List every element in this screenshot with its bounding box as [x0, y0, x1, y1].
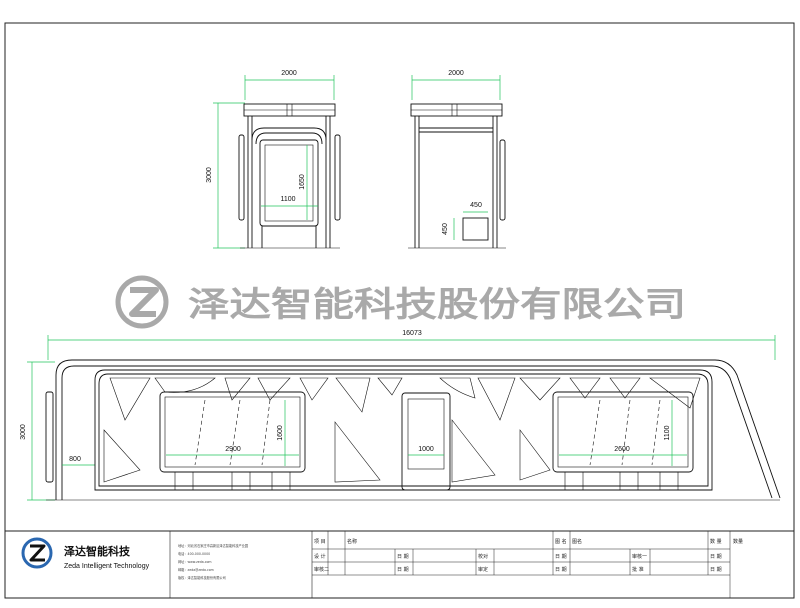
contact-line: 邮箱：zeda@zeda.com [178, 567, 214, 572]
logo-english-name: Zeda Intelligent Technology [64, 563, 150, 570]
board-left-height-dim: 1600 [277, 425, 284, 441]
cell-check: 校对 [478, 553, 488, 560]
board-right-width-dim: 2600 [614, 446, 630, 453]
cell-drawing-label: 图 名 [555, 538, 567, 545]
bin-height-dim: 450 [442, 223, 449, 235]
front-panel-height-dim: 1650 [299, 174, 306, 190]
cell-ratify: 批 准 [632, 566, 644, 573]
logo-chinese-name: 泽达智能科技 [64, 544, 131, 558]
cell-date: 日 期 [397, 554, 409, 560]
cell-drawing-value: 图名 [572, 538, 582, 545]
bin-width-dim: 450 [470, 202, 482, 209]
cell-date: 日 期 [710, 554, 722, 560]
contact-line: 电话：400-000-0000 [178, 551, 210, 556]
company-logo-icon [21, 537, 53, 569]
long-elevation: 16073 3000 800 [20, 330, 781, 501]
bench-height-dim: 800 [69, 456, 81, 463]
watermark-logo-icon [115, 275, 169, 329]
contact-line: 网址：www.zeda.com [178, 559, 212, 564]
cell-quantity-value: 数量 [733, 538, 743, 545]
front-width-dim: 2000 [281, 70, 297, 77]
cell-review2: 审核二 [314, 566, 329, 573]
cell-date: 日 期 [710, 567, 722, 573]
cell-project-label: 项 目 [314, 539, 326, 545]
drawing-frame [4, 22, 795, 599]
cell-design: 设 计 [314, 553, 326, 560]
front-height-dim: 3000 [206, 167, 213, 183]
board-left-width-dim: 2900 [225, 446, 241, 453]
cell-name: 名称 [347, 538, 357, 545]
watermark-company-name: 泽达智能科技股份有限公司 [188, 285, 686, 325]
board-mid-width-dim: 1000 [418, 446, 434, 453]
long-height-dim: 3000 [20, 424, 27, 440]
cell-date: 日 期 [397, 567, 409, 573]
cell-review1: 审核一 [632, 553, 647, 560]
side-view: 2000 450 450 [408, 70, 506, 249]
company-watermark: 泽达智能科技股份有限公司 [115, 275, 686, 329]
cell-date: 日 期 [555, 554, 567, 560]
contact-line: 地址：河北省石家庄市高新区泽达智能科技产业园 [178, 543, 248, 548]
front-panel-width-dim: 1100 [280, 196, 295, 203]
long-length-dim: 16073 [402, 330, 422, 337]
front-view: 2000 3000 1650 1100 [206, 70, 341, 249]
side-width-dim: 2000 [448, 70, 464, 77]
cell-quantity-label: 数 量 [710, 538, 722, 545]
cell-approve: 审定 [478, 566, 488, 573]
board-right-height-dim: 1100 [664, 425, 671, 440]
cell-date: 日 期 [555, 567, 567, 573]
title-block: 泽达智能科技 Zeda Intelligent Technology 地址：河北… [5, 530, 794, 598]
contact-line: 版权：泽达智能科技股份有限公司 [178, 575, 226, 580]
